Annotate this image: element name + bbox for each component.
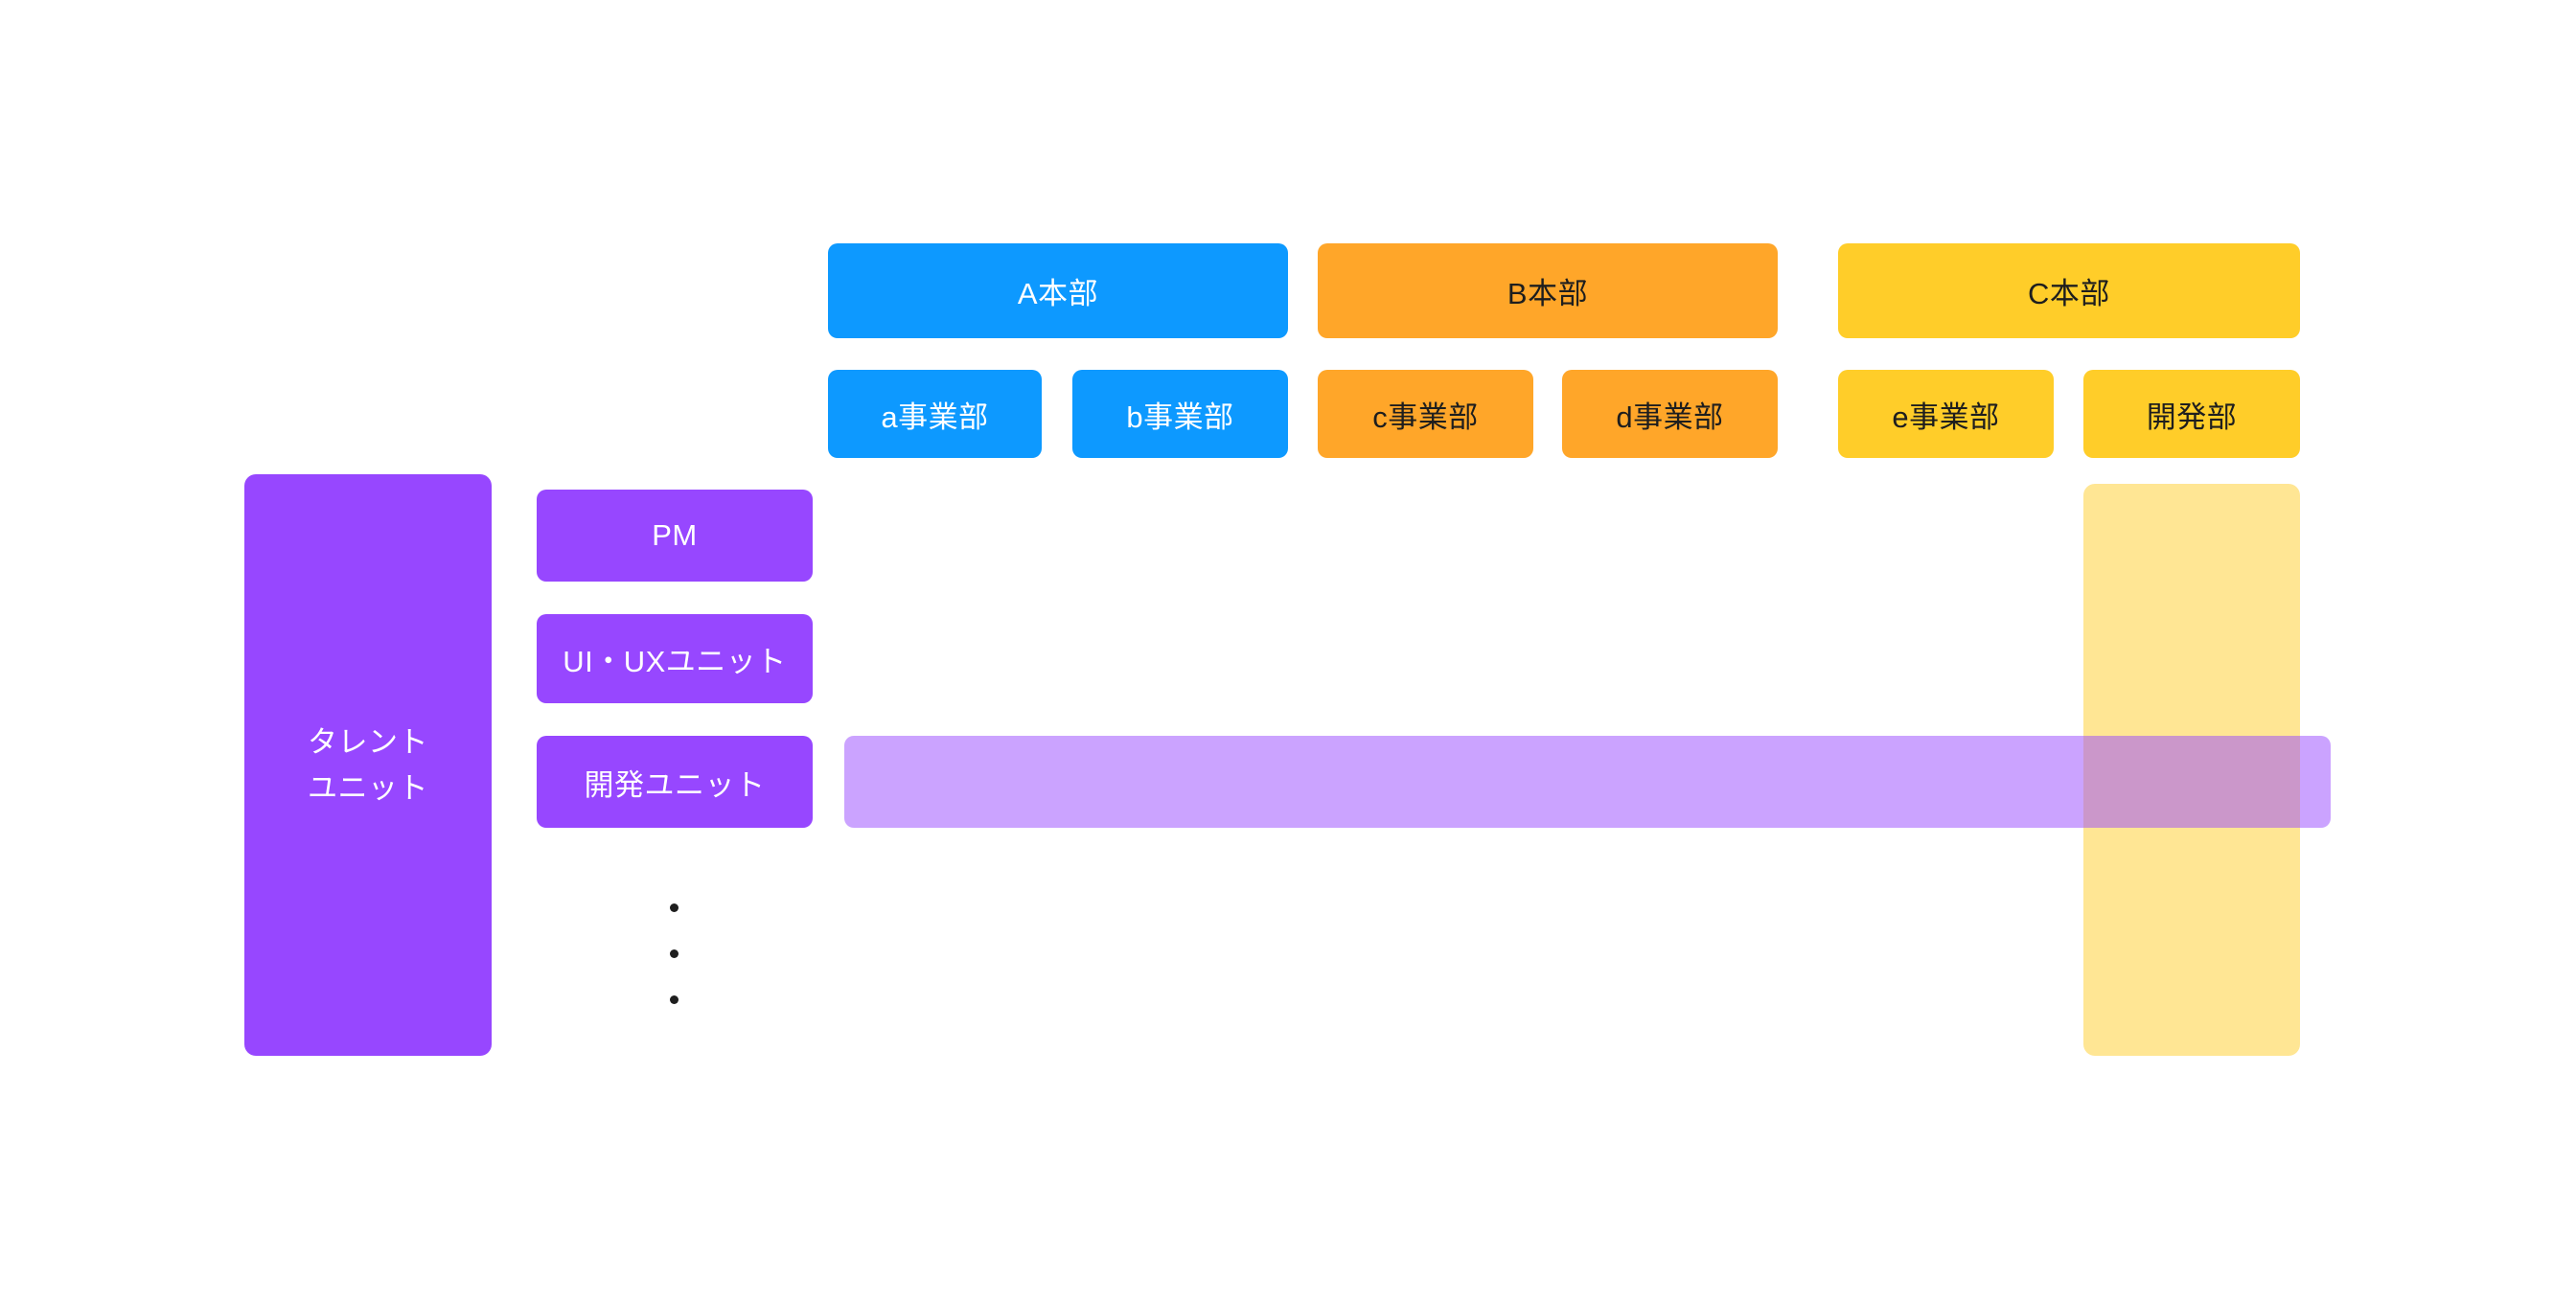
dev-unit-box[interactable]: 開発ユニット [537,736,813,828]
dept-a-box[interactable]: a事業部 [828,370,1042,458]
talent-unit-box[interactable]: タレント ユニット [244,474,492,1056]
division-b-box[interactable]: B本部 [1318,243,1778,338]
dept-c-box[interactable]: c事業部 [1318,370,1533,458]
uiux-unit-box[interactable]: UI・UXユニット [537,614,813,703]
talent-unit-label-line1: タレント [308,724,428,759]
talent-unit-label-line2: ユニット [308,770,428,805]
dept-e-box[interactable]: e事業部 [1838,370,2054,458]
ellipsis-bullet-dot[interactable] [670,903,678,912]
dept-b-box[interactable]: b事業部 [1072,370,1288,458]
division-a-box[interactable]: A本部 [828,243,1288,338]
ellipsis-bullet-dot[interactable] [670,949,678,958]
development-dept-box[interactable]: 開発部 [2083,370,2300,458]
dev-unit-row-highlight-band[interactable] [844,736,2331,828]
dept-d-box[interactable]: d事業部 [1562,370,1778,458]
division-c-box[interactable]: C本部 [1838,243,2300,338]
pm-unit-box[interactable]: PM [537,490,813,582]
ellipsis-bullet-dot[interactable] [670,995,678,1004]
